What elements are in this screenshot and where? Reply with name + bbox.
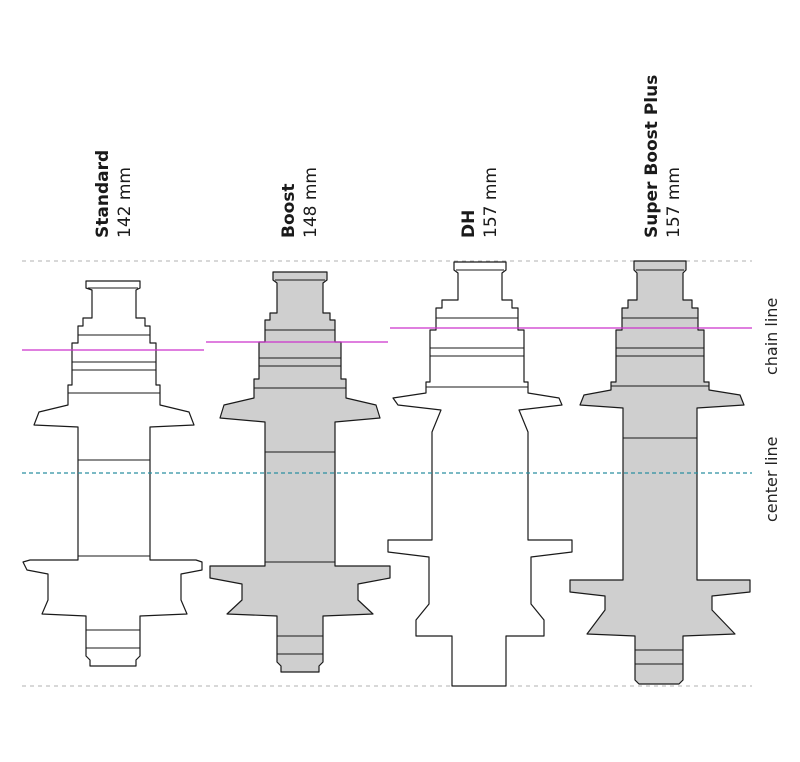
hub-standard: Standard 142 mm — [22, 150, 203, 667]
hub-boost-name: Boost — [279, 183, 299, 238]
chain-line — [22, 327, 752, 351]
center-line-label: center line — [762, 437, 781, 522]
hub-super-boost-plus: Super Boost Plus 157 mm — [569, 75, 751, 685]
hub-dh-name: DH — [459, 210, 479, 238]
hub-dh-body — [387, 261, 573, 687]
hub-standard-body — [22, 280, 203, 667]
hub-super-boost-plus-name: Super Boost Plus — [642, 75, 662, 238]
hub-boost-size: 148 mm — [301, 167, 321, 238]
chain-line-label: chain line — [762, 298, 781, 375]
hub-standard-name: Standard — [93, 150, 113, 238]
hub-boost: Boost 148 mm — [209, 167, 391, 673]
hub-dh: DH 157 mm — [387, 167, 573, 687]
hub-super-boost-plus-size: 157 mm — [664, 167, 684, 238]
hub-dh-size: 157 mm — [481, 167, 501, 238]
hub-standard-size: 142 mm — [115, 167, 135, 238]
hub-boost-body — [209, 271, 391, 673]
